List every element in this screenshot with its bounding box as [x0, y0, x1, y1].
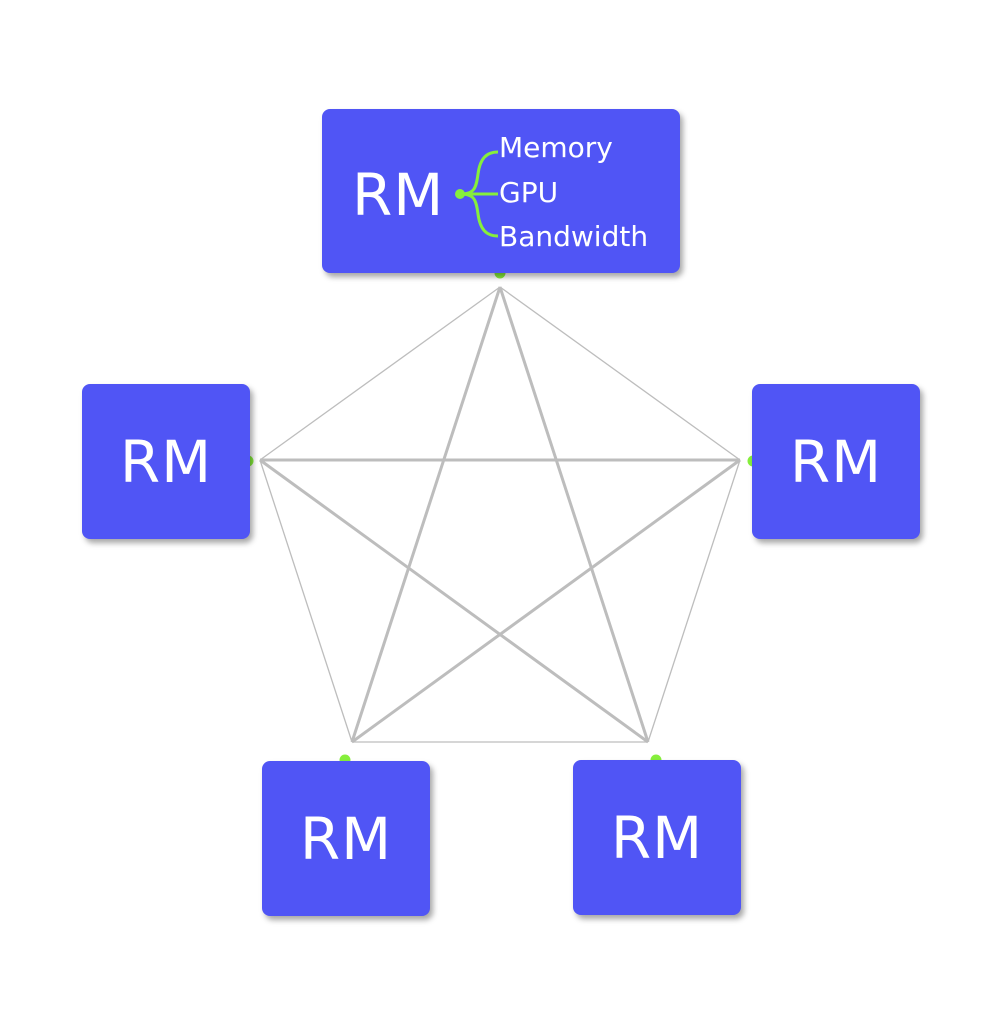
edge-top-bottom-left	[350, 286, 502, 743]
edge-top-bottom-right	[498, 286, 650, 743]
rm-node-left: RM	[82, 384, 250, 539]
edge-top-left	[259, 286, 501, 461]
rm-node-bottom-right: RM	[573, 760, 741, 915]
edge-top-right	[499, 286, 741, 461]
edge-left-bottom-right	[259, 458, 649, 744]
edge-right-bottom-left	[351, 458, 741, 744]
resource-gpu: GPU	[499, 176, 559, 209]
resource-memory: Memory	[499, 131, 613, 164]
rm-node-bottom-left: RM	[262, 761, 430, 916]
rm-node-label: RM	[610, 803, 704, 872]
bracket-branch-bandwidth	[459, 192, 499, 238]
rm-node-top: RM Memory GPU Bandwidth	[322, 109, 680, 273]
rm-node-label: RM	[299, 804, 393, 873]
resource-bandwidth: Bandwidth	[499, 220, 649, 253]
bracket-branch-memory	[459, 150, 499, 196]
rm-node-label: RM	[789, 427, 883, 496]
connector-dots	[242, 267, 759, 766]
mesh-connections	[259, 286, 741, 744]
rm-node-right: RM	[752, 384, 920, 539]
rm-node-label: RM	[119, 427, 213, 496]
edge-right-bottom-right	[647, 459, 741, 743]
rm-node-label: RM	[352, 161, 445, 229]
resource-bracket	[455, 150, 499, 238]
edge-left-bottom-left	[259, 459, 353, 743]
